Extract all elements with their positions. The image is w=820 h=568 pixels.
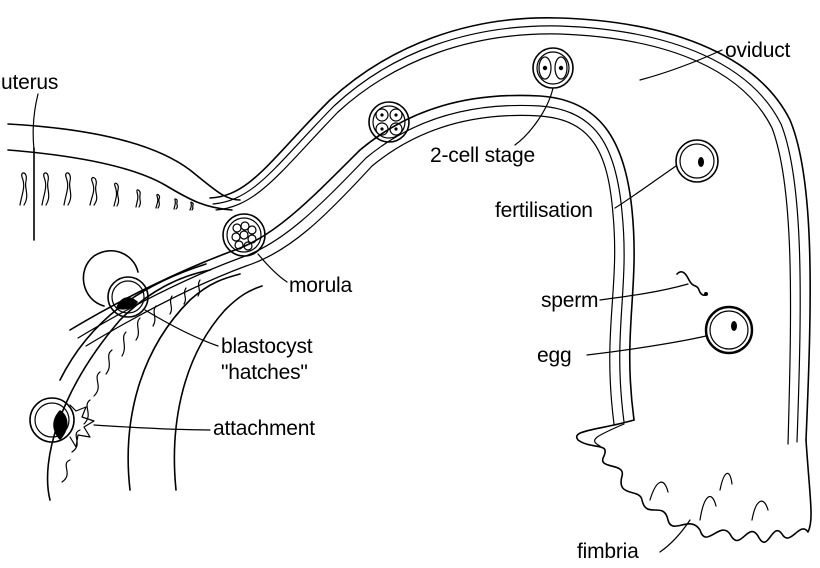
uterine-glands-upper xyxy=(20,173,193,210)
uterus-label: uterus xyxy=(1,72,58,93)
sperm-label: sperm xyxy=(541,290,598,311)
attaching-blastocyst xyxy=(30,398,94,447)
blastocyst-label: blastocyst xyxy=(221,336,312,357)
morula-cell xyxy=(223,214,265,256)
two-cell-embryo xyxy=(533,48,573,88)
oviduct-label: oviduct xyxy=(725,40,790,61)
fimbria xyxy=(577,420,811,542)
egg-cell xyxy=(706,307,752,353)
sperm-cell xyxy=(677,272,708,296)
hatching-blastocyst xyxy=(83,251,148,317)
fimbria-label: fimbria xyxy=(577,541,639,562)
fertilised-egg xyxy=(676,140,718,182)
morula-label: morula xyxy=(289,275,352,296)
egg-label: egg xyxy=(537,345,571,366)
attachment-label: attachment xyxy=(213,418,315,439)
hatches-label: "hatches" xyxy=(221,362,308,383)
two-cell-stage-label: 2-cell stage xyxy=(430,145,535,166)
oviduct-tube xyxy=(70,18,810,444)
fertilisation-label: fertilisation xyxy=(495,200,593,221)
